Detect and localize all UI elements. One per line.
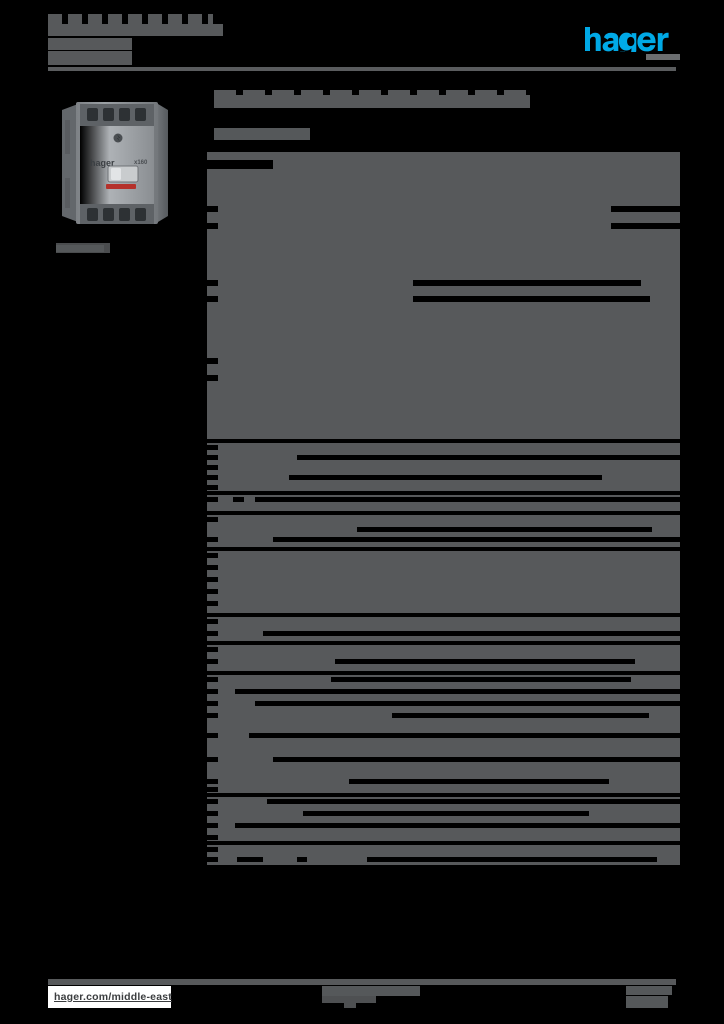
redaction-strip: [207, 280, 218, 286]
redaction-strip: [263, 631, 680, 636]
redaction-strip: [289, 475, 602, 480]
redaction-strip: [207, 160, 273, 169]
logo-trademark-redacted: [646, 54, 680, 60]
redaction-strip: [331, 677, 631, 682]
redaction-strip: [207, 375, 218, 381]
table-section-3: [207, 515, 680, 547]
table-header-block: [207, 152, 724, 439]
table-section-6: [207, 645, 680, 671]
redaction-strip: [367, 857, 657, 862]
redaction-strip: [207, 799, 218, 804]
redaction-strip: [335, 659, 635, 664]
page-header: [0, 0, 724, 78]
header-title-redacted: [48, 14, 213, 24]
redaction-strip: [207, 445, 218, 450]
redaction-strip: [207, 757, 218, 762]
footer-center-subtext-redacted: [322, 996, 376, 1003]
redaction-strip: [207, 823, 218, 828]
redaction-strip: [207, 517, 218, 522]
specification-table: [207, 152, 724, 869]
table-section-7: [207, 675, 680, 793]
redaction-strip: [207, 811, 218, 816]
table-section-8: [207, 797, 680, 841]
svg-text:hager: hager: [90, 158, 115, 168]
redaction-strip: [207, 475, 218, 480]
redaction-strip: [207, 857, 218, 862]
redaction-strip: [207, 733, 218, 738]
redaction-strip: [273, 757, 680, 762]
header-subtitle-line-2: [48, 51, 132, 65]
redaction-strip: [413, 296, 650, 302]
redaction-strip: [207, 485, 218, 490]
redaction-strip: [207, 537, 218, 542]
product-image: hager x160: [56, 92, 176, 234]
redaction-strip: [207, 358, 218, 364]
redaction-strip: [207, 647, 218, 652]
redaction-strip: [207, 619, 218, 624]
redaction-strip: [207, 631, 218, 636]
header-divider: [48, 67, 676, 71]
redaction-strip: [303, 811, 589, 816]
table-section-4: [207, 551, 680, 613]
product-caption-redacted-2: [56, 245, 104, 252]
redaction-strip: [235, 823, 680, 828]
footer-divider: [48, 979, 676, 985]
redaction-strip: [357, 527, 652, 532]
redaction-strip: [233, 497, 244, 502]
redaction-strip: [207, 689, 218, 694]
redaction-strip: [207, 465, 218, 470]
redaction-strip: [255, 497, 680, 502]
redaction-strip: [349, 779, 609, 784]
redaction-strip: [207, 677, 218, 682]
redaction-strip: [207, 553, 218, 558]
redaction-strip: [207, 847, 218, 852]
redaction-strip: [392, 713, 649, 718]
redaction-strip: [207, 779, 218, 784]
header-title-body: [48, 24, 223, 36]
redaction-strip: [267, 799, 680, 804]
footer-center-text-redacted: [322, 986, 420, 996]
redaction-strip: [413, 280, 641, 286]
redaction-strip: [207, 296, 218, 302]
table-section-1: [207, 443, 680, 491]
redaction-strip: [207, 565, 218, 570]
header-subtitle-line-1: [48, 38, 132, 50]
redaction-strip: [297, 455, 680, 460]
redaction-strip: [207, 787, 218, 792]
redaction-strip: [207, 589, 218, 594]
redaction-strip: [235, 689, 680, 694]
table-section-2: [207, 495, 680, 511]
table-section-5: [207, 617, 680, 641]
redaction-strip: [207, 713, 218, 718]
redaction-strip: [207, 601, 218, 606]
redaction-strip: [207, 455, 218, 460]
footer-page-number-redacted-2: [626, 996, 668, 1008]
redaction-strip: [207, 577, 218, 582]
footer-page-number-redacted: [626, 986, 672, 995]
redaction-strip: [297, 857, 307, 862]
redaction-strip: [611, 223, 724, 229]
table-section-9: [207, 845, 680, 865]
footer-center-mark-redacted: [344, 1003, 356, 1008]
redaction-strip: [207, 497, 218, 502]
page-subtitle-redacted: [214, 128, 310, 140]
redaction-strip: [207, 835, 218, 840]
redaction-strip: [249, 733, 680, 738]
redaction-strip: [207, 659, 218, 664]
redaction-strip: [207, 701, 218, 706]
hager-logo: [584, 26, 680, 52]
redaction-strip: [255, 701, 680, 706]
redaction-strip: [237, 857, 263, 862]
page-title-body: [214, 95, 530, 108]
footer-url-background: [48, 986, 171, 1008]
redaction-strip: [611, 206, 724, 212]
redaction-strip: [207, 206, 218, 212]
svg-text:x160: x160: [134, 160, 148, 166]
redaction-strip: [207, 223, 218, 229]
redaction-strip: [273, 537, 680, 542]
footer-url-link[interactable]: hager.com/middle-east: [54, 991, 172, 1003]
